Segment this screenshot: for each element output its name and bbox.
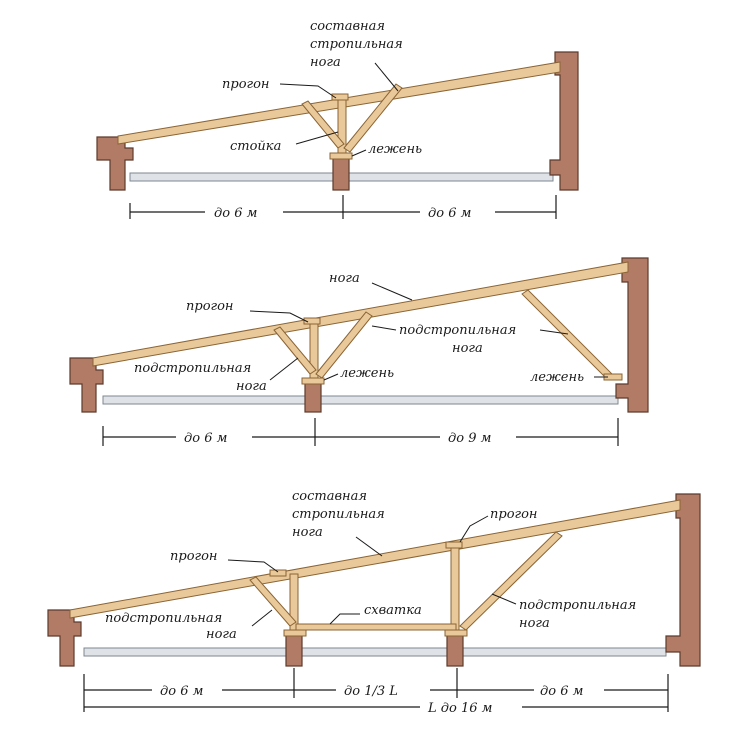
- dim-label-left: до 6 м: [214, 206, 257, 221]
- label-strut-right-line2: нога: [452, 341, 483, 356]
- center-wall-left: [285, 633, 303, 667]
- ceiling-beam-right: [461, 647, 667, 657]
- wall-right: [615, 257, 649, 413]
- leader-tie: [329, 613, 360, 625]
- label-tie: схватка: [364, 603, 422, 618]
- leader-strut-left: [269, 357, 299, 381]
- dim-label-middle: до 1/3 L: [344, 684, 398, 699]
- label-rafter-line3: нога: [310, 55, 341, 70]
- label-purlin: прогон: [186, 299, 233, 314]
- label-rafter-line3: нога: [292, 525, 323, 540]
- rafter: [69, 499, 681, 619]
- post-right: [450, 545, 460, 635]
- purlin-right: [445, 541, 463, 549]
- leader-purlin: [279, 83, 337, 99]
- ceiling-beam-left: [83, 647, 289, 657]
- dim-label-right: до 6 м: [428, 206, 471, 221]
- sill-left: [283, 629, 307, 637]
- label-post: стойка: [230, 139, 281, 154]
- label-rafter: нога: [329, 271, 360, 286]
- label-sill-center: лежень: [340, 366, 394, 381]
- leader-sill-center: [323, 373, 339, 381]
- sill: [329, 152, 353, 160]
- label-purlin-left: прогон: [170, 549, 217, 564]
- dim-label-left: до 6 м: [160, 684, 203, 699]
- label-rafter-line2: стропильная: [292, 507, 385, 522]
- dim-label-total: L до 16 м: [427, 701, 492, 716]
- leader-rafter: [371, 282, 413, 301]
- leader-rafter: [374, 62, 399, 92]
- leader-sill: [351, 149, 367, 157]
- strut-left: [301, 100, 345, 149]
- leader-purlin-left: [227, 559, 279, 573]
- label-strut-left-line1: подстропильная: [105, 611, 222, 626]
- label-purlin-right: прогон: [490, 507, 537, 522]
- wall-left: [47, 609, 82, 667]
- center-wall: [304, 381, 322, 413]
- sill-right: [444, 629, 468, 637]
- strut-left: [273, 326, 317, 375]
- wall-right: [549, 51, 579, 191]
- label-strut-left-line1: подстропильная: [134, 361, 251, 376]
- leader-post: [295, 131, 339, 145]
- strut-right: [459, 531, 563, 631]
- purlin-left: [269, 569, 287, 577]
- label-strut-right-line2: нога: [519, 616, 550, 631]
- strut-left: [249, 576, 297, 627]
- leader-purlin: [249, 310, 309, 323]
- strut-right: [343, 83, 403, 153]
- label-purlin: прогон: [222, 77, 269, 92]
- leader-purlin-right: [459, 515, 489, 543]
- leader-strut-right: [371, 325, 397, 331]
- label-rafter-line1: составная: [310, 19, 385, 34]
- label-strut-right-line1: подстропильная: [399, 323, 516, 338]
- label-rafter-line2: стропильная: [310, 37, 403, 52]
- wall-right: [665, 493, 701, 667]
- center-wall: [332, 157, 350, 191]
- diagram-3: составная стропильная нога прогон прогон…: [47, 489, 701, 716]
- ceiling-beam-right: [319, 395, 619, 405]
- diagram-2: нога прогон подстропильная нога подстроп…: [69, 257, 649, 446]
- center-wall-right: [446, 633, 464, 667]
- strut-center-right: [315, 311, 373, 379]
- label-rafter-line1: составная: [292, 489, 367, 504]
- dim-label-right: до 9 м: [448, 431, 491, 446]
- ceiling-beam-middle: [299, 647, 449, 657]
- dim-label-left: до 6 м: [184, 431, 227, 446]
- ceiling-beam-right: [347, 172, 554, 182]
- wall-left: [96, 136, 134, 191]
- label-strut-right-line1: подстропильная: [519, 598, 636, 613]
- label-sill: лежень: [368, 142, 422, 157]
- label-strut-left-line2: нога: [236, 379, 267, 394]
- purlin: [303, 317, 321, 325]
- tie-beam: [295, 623, 457, 631]
- ceiling-beam-left: [102, 395, 309, 405]
- wall-left: [69, 357, 104, 413]
- leader-rafter: [355, 536, 383, 557]
- ceiling-beam-left: [129, 172, 336, 182]
- leader-strut-right-2: [539, 329, 569, 335]
- leader-strut-right: [491, 593, 517, 605]
- dim-label-right: до 6 м: [540, 684, 583, 699]
- label-strut-left-line2: нога: [206, 627, 237, 642]
- purlin: [331, 93, 349, 101]
- leader-strut-left: [251, 609, 273, 627]
- diagram-1: составная стропильная нога прогон стойка…: [96, 19, 579, 221]
- label-sill-right: лежень: [530, 370, 584, 385]
- sill-center: [301, 377, 325, 385]
- rafter: [92, 261, 629, 367]
